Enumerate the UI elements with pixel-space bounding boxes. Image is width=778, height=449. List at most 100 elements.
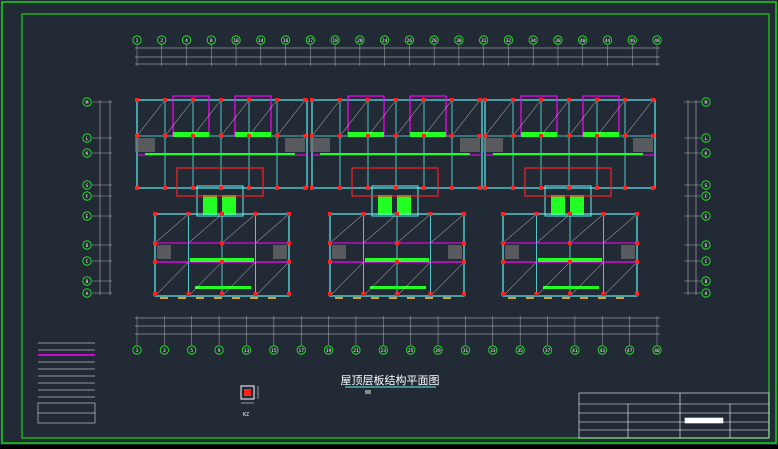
bottom-axis-bubble-29: 29 [433, 345, 443, 355]
svg-text:30: 30 [456, 38, 462, 44]
left-axis-bubble-K: K [82, 148, 92, 158]
svg-text:B: B [86, 279, 89, 285]
svg-text:E: E [705, 214, 708, 220]
right-axis-bubble-A: A [701, 288, 711, 298]
building-unit-1 [135, 95, 308, 299]
svg-text:24: 24 [382, 38, 388, 44]
top-axis-bubble-17: 17 [305, 35, 315, 45]
svg-text:25: 25 [408, 348, 414, 354]
left-axis-bubble-C: C [82, 256, 92, 266]
bottom-axis-bubble-48: 48 [652, 345, 662, 355]
svg-text:C: C [705, 259, 708, 265]
left-axis-bubble-F: F [82, 191, 92, 201]
svg-text:B: B [705, 279, 708, 285]
svg-text:L: L [86, 136, 89, 142]
right-axis-bubble-L: L [701, 133, 711, 143]
top-axis-bubble-16: 16 [280, 35, 291, 45]
bottom-axis-bubble-35: 35 [515, 345, 525, 355]
svg-text:K: K [86, 151, 89, 157]
svg-text:37: 37 [545, 348, 551, 354]
top-axis-bubble-28: 28 [429, 35, 439, 45]
bottom-axis-bubble-3: 3 [159, 345, 169, 355]
top-dimension-lines [135, 47, 660, 65]
top-axis-bubble-46: 46 [627, 35, 637, 45]
floor-plan-structure [135, 95, 656, 299]
bottom-axis-bubble-43: 43 [597, 345, 607, 355]
svg-text:29: 29 [435, 348, 441, 354]
left-axis-bubble-L: L [82, 133, 92, 143]
bottom-axis-bubble-25: 25 [406, 345, 416, 355]
svg-text:4: 4 [185, 38, 188, 44]
svg-text:K: K [705, 151, 708, 157]
svg-text:5: 5 [190, 348, 193, 354]
svg-text:31: 31 [463, 348, 469, 354]
svg-text:KZ: KZ [243, 412, 249, 418]
left-axis-bubbles: M L K GF E D C BA [82, 97, 92, 298]
svg-text:A: A [86, 291, 89, 297]
svg-text:D: D [705, 243, 708, 249]
bottom-axis-bubble-15: 15 [269, 345, 279, 355]
right-axis-bubble-M: M [701, 97, 711, 107]
svg-text:20: 20 [357, 38, 363, 44]
left-axis-bubble-D: D [82, 240, 92, 250]
svg-text:17: 17 [308, 38, 314, 44]
svg-text:1: 1 [136, 348, 139, 354]
legend-table [37, 342, 96, 424]
top-axis-bubble-2: 2 [157, 35, 167, 45]
svg-text:23: 23 [381, 348, 387, 354]
left-axis-bubble-M: M [82, 97, 92, 107]
svg-text:14: 14 [258, 38, 264, 44]
top-axis-bubble-32: 32 [503, 35, 514, 45]
left-axis-bubble-B: B [82, 276, 92, 286]
svg-text:32: 32 [506, 38, 512, 44]
top-axis-bubble-10: 10 [231, 35, 241, 45]
svg-text:F: F [705, 194, 708, 200]
left-axis-bubble-G: G [82, 180, 92, 190]
svg-text:26: 26 [407, 38, 413, 44]
svg-text:M: M [86, 100, 89, 106]
svg-text:43: 43 [600, 348, 606, 354]
right-axis-bubble-F: F [701, 191, 711, 201]
bottom-axis-bubble-23: 23 [378, 345, 388, 355]
top-axis-bubble-26: 26 [404, 35, 414, 45]
svg-text:19: 19 [326, 348, 332, 354]
svg-text:13: 13 [244, 348, 250, 354]
svg-text:44: 44 [605, 38, 611, 44]
svg-text:E: E [86, 214, 89, 220]
svg-text:16: 16 [283, 38, 289, 44]
svg-text:15: 15 [271, 348, 277, 354]
right-axis-bubble-E: E [701, 211, 711, 221]
svg-text:35: 35 [517, 348, 523, 354]
right-axis-bubble-K: K [701, 148, 711, 158]
svg-text:48: 48 [654, 348, 660, 354]
svg-text:46: 46 [630, 38, 636, 44]
title-block [578, 392, 770, 439]
right-axis-bubble-B: B [701, 276, 711, 286]
side-dimension-lines [99, 100, 697, 295]
svg-text:D: D [86, 243, 89, 249]
svg-text:47: 47 [627, 348, 633, 354]
left-axis-bubble-A: A [82, 288, 92, 298]
bottom-axis-bubble-9: 9 [214, 345, 224, 355]
bottom-axis-bubble-41: 41 [570, 345, 580, 355]
bottom-axis-bubble-33: 33 [488, 345, 498, 355]
building-unit-2 [310, 95, 483, 299]
bottom-axis-bubble-17: 17 [296, 345, 306, 355]
svg-text:17: 17 [298, 348, 304, 354]
top-axis-bubble-24: 24 [380, 35, 390, 45]
drawing-title: 屋顶层板结构平面图 [341, 373, 440, 387]
svg-text:38: 38 [555, 38, 561, 44]
top-axis-bubble-30: 30 [454, 35, 464, 45]
top-axis-bubble-44: 44 [602, 35, 613, 45]
svg-text:3: 3 [163, 348, 166, 354]
top-axis-bubble-14: 14 [256, 35, 266, 45]
svg-text:40: 40 [580, 38, 586, 44]
bottom-axis-bubble-5: 5 [187, 345, 197, 355]
top-axis-bubble-48: 48 [652, 35, 662, 45]
